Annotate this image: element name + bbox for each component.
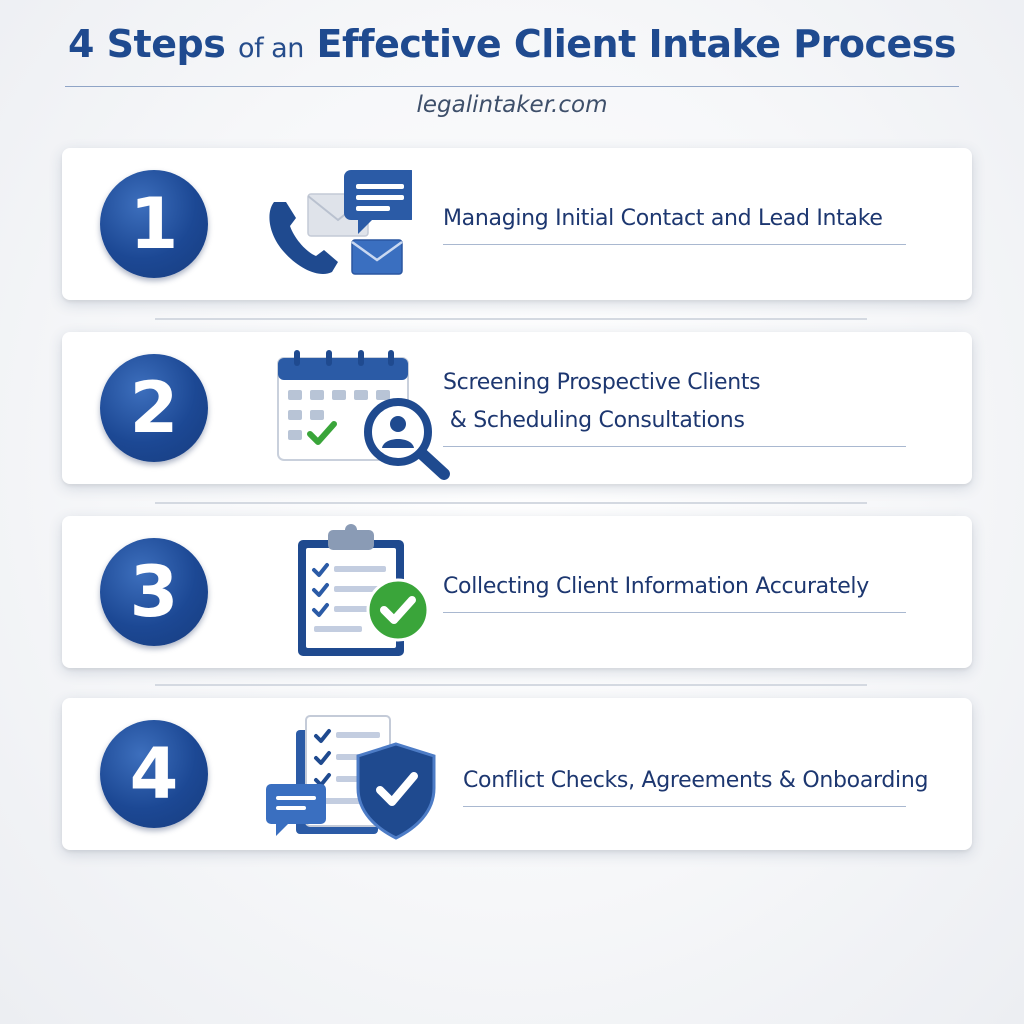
step-separator: [155, 502, 867, 504]
document-shield-icon: [266, 715, 436, 840]
step-label-line-2: & Scheduling Consultations: [443, 408, 745, 433]
title-part-number: 4 Steps: [68, 22, 226, 66]
step-label: Collecting Client Information Accurately: [443, 568, 906, 613]
step-number-badge: 2: [100, 354, 208, 462]
step-label: Conflict Checks, Agreements & Onboarding: [463, 762, 929, 807]
step-card-4: 4 Conflict Checks, Agreements & Onboardi…: [62, 698, 972, 850]
step-separator: [155, 318, 867, 320]
clipboard-check-icon: [298, 524, 430, 656]
step-label-line-1: Conflict Checks, Agreements & Onboarding: [463, 768, 929, 793]
step-card-1: 1 Managing Initial Contact and Lead Inta…: [62, 148, 972, 300]
calendar-search-icon: [277, 350, 450, 480]
title-part-connector: of an: [238, 33, 304, 64]
step-number-badge: 1: [100, 170, 208, 278]
step-label-line-1: Collecting Client Information Accurately: [443, 574, 869, 599]
step-label: Screening Prospective Clients & Scheduli…: [443, 364, 906, 447]
step-separator: [155, 684, 867, 686]
page-title: 4 Steps of an Effective Client Intake Pr…: [0, 22, 1024, 66]
step-label-line-1: Screening Prospective Clients: [443, 370, 761, 395]
title-part-main: Effective Client Intake Process: [316, 22, 957, 66]
step-label-line-1: Managing Initial Contact and Lead Intake: [443, 206, 883, 231]
step-label: Managing Initial Contact and Lead Intake: [443, 200, 906, 245]
phone-chat-mail-icon: [269, 170, 412, 275]
step-card-2: 2 Screening Prospective Clients & Schedu…: [62, 332, 972, 484]
step-number-badge: 3: [100, 538, 208, 646]
step-number-badge: 4: [100, 720, 208, 828]
site-url: legalintaker.com: [416, 92, 608, 118]
title-divider: [65, 86, 959, 87]
step-card-3: 3 Collecting Client Information Accurate…: [62, 516, 972, 668]
